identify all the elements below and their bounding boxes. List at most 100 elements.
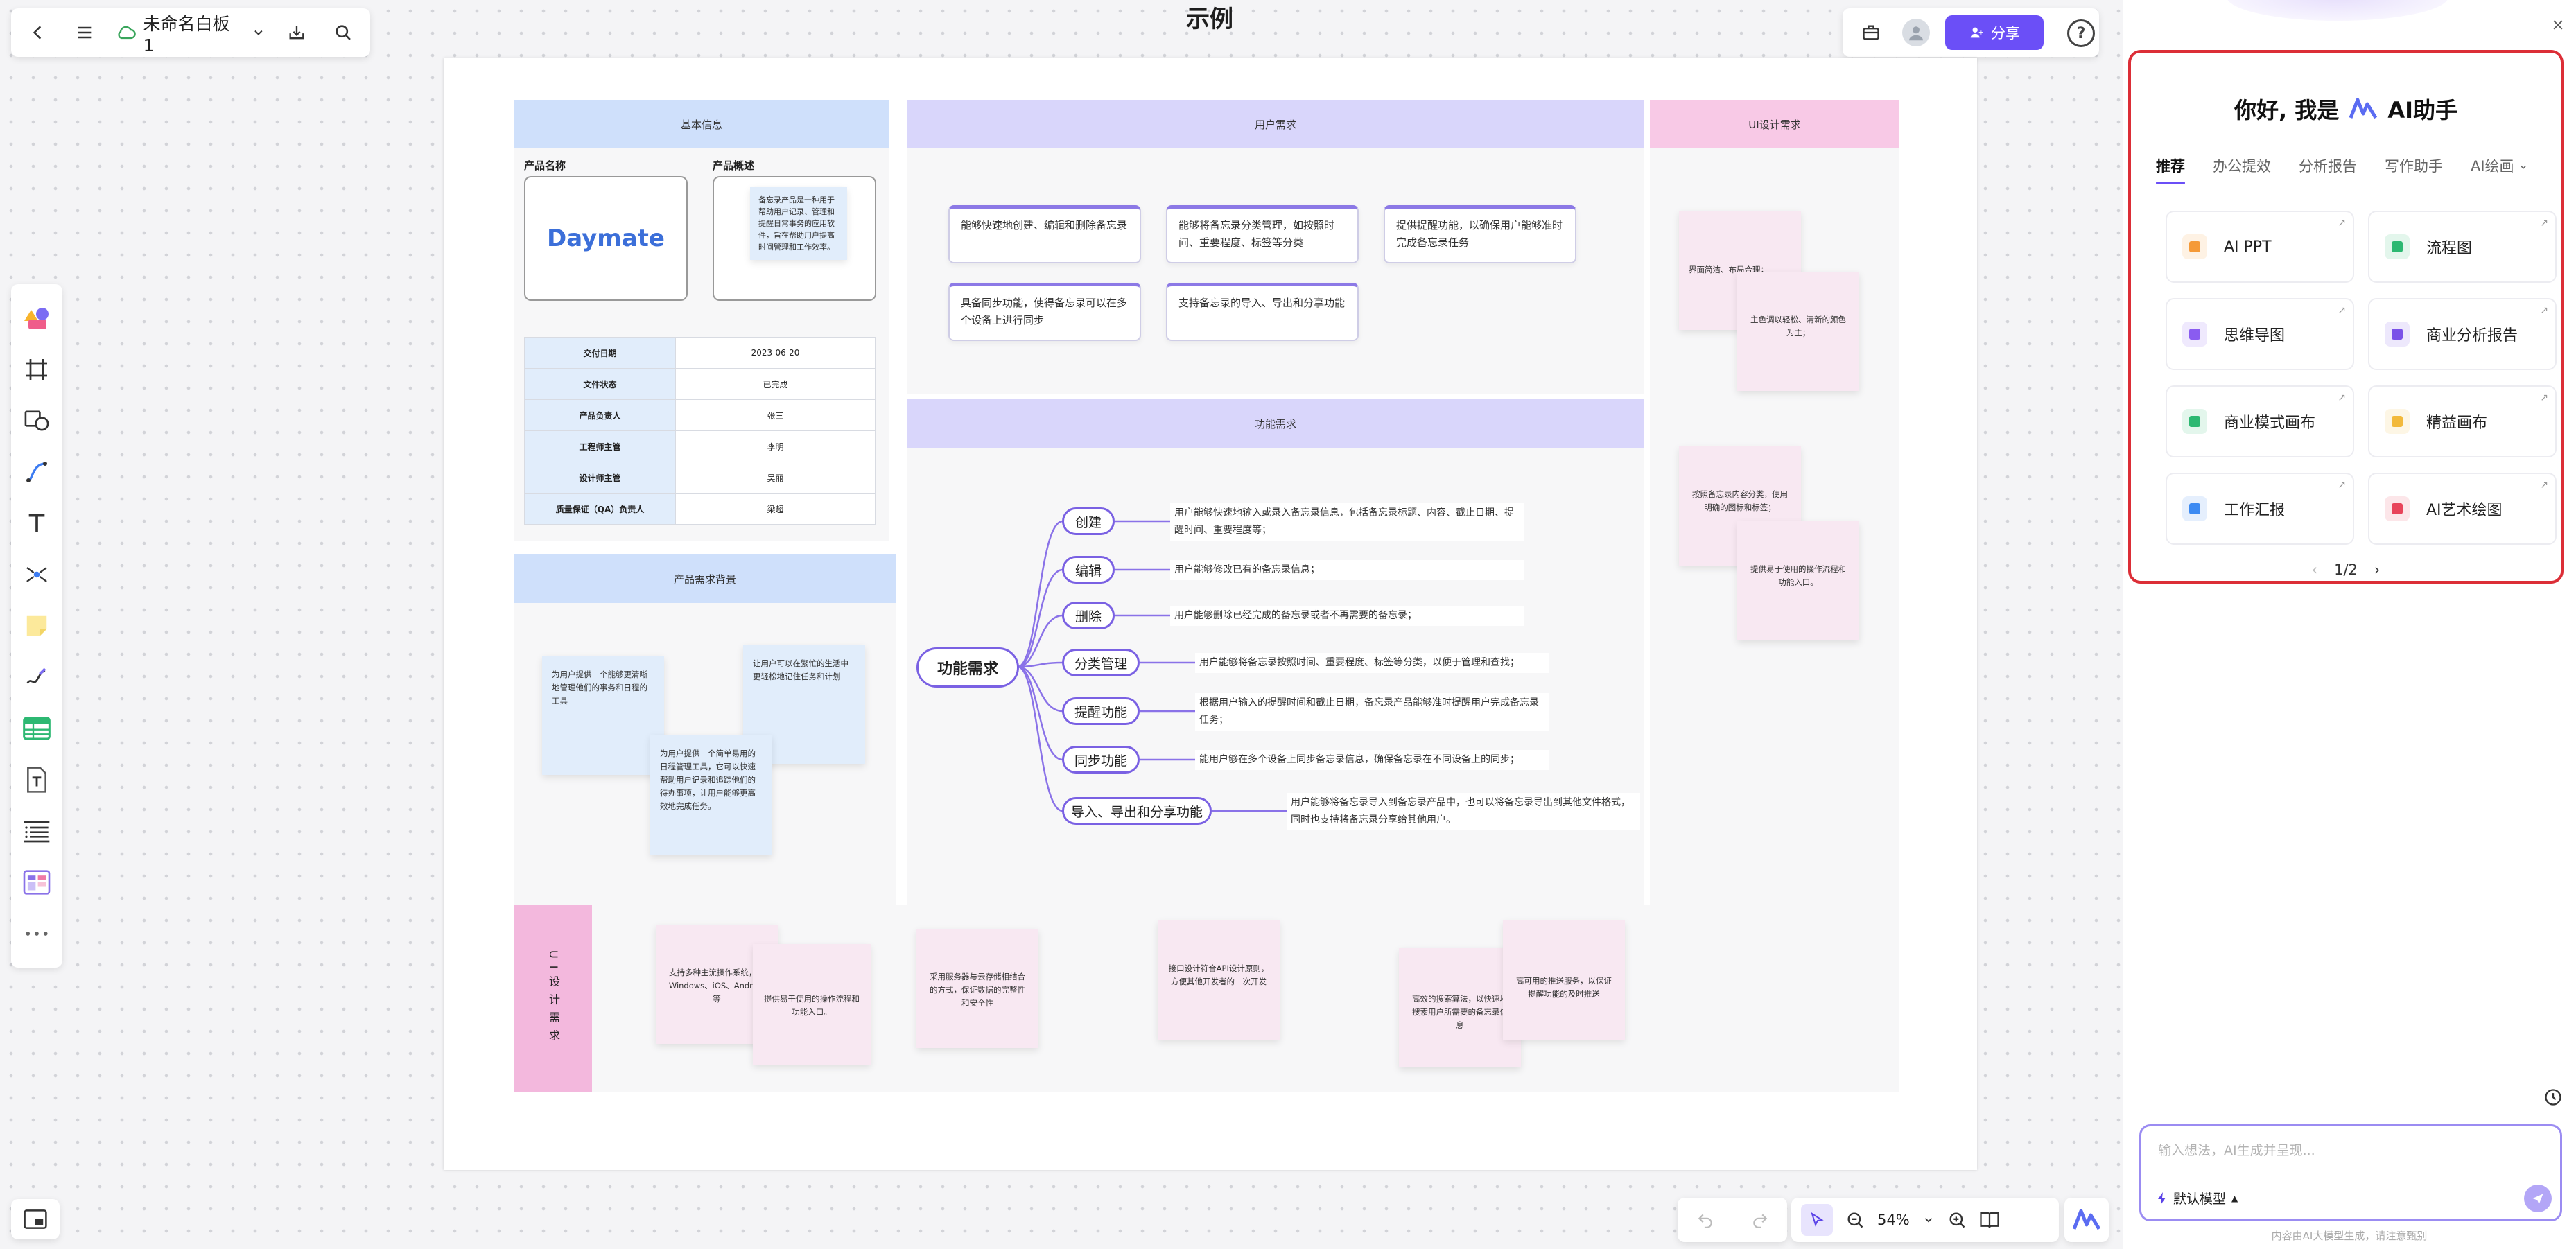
expand-icon[interactable]: ↗ (2338, 218, 2346, 229)
mindmap-icon[interactable] (18, 556, 55, 593)
expand-icon[interactable]: ↗ (2540, 392, 2548, 403)
info-value: 已完成 (675, 368, 876, 400)
background-note-1: 为用户提供一个能够更清晰地管理他们的事务和日程的工具 (542, 656, 664, 775)
ppt-icon (2182, 234, 2207, 259)
business-canvas-icon (2182, 409, 2207, 434)
zoom-out-icon[interactable] (1845, 1210, 1865, 1230)
board-title-dropdown[interactable]: 未命名白板 1 (116, 10, 266, 55)
close-icon[interactable] (2548, 15, 2568, 35)
whiteboard-frame[interactable]: 基本信息 产品名称 Daymate 产品概述 备忘录产品是一种用于帮助用户记录、… (444, 58, 1977, 1170)
user-need-card: 支持备忘录的导入、导出和分享功能 (1166, 283, 1359, 341)
sticky-note-icon[interactable] (18, 607, 55, 645)
product-name-box: Daymate (524, 176, 688, 301)
expand-icon[interactable]: ↗ (2540, 218, 2548, 229)
next-page-icon[interactable]: › (2374, 561, 2381, 578)
history-icon[interactable] (2541, 1085, 2565, 1109)
tab-ai-drawing[interactable]: AI绘画 (2471, 155, 2528, 176)
section-title: UI设计需求 (1650, 100, 1899, 148)
toolbox-icon[interactable] (1855, 17, 1887, 49)
ai-chat-input[interactable]: 输入想法，AI生成并呈现... 默认模型 ▲ (2139, 1124, 2562, 1221)
info-row: 设计师主管吴丽 (524, 462, 876, 494)
ai-panel (2123, 0, 2576, 1249)
pager: ‹ 1/2 › (2128, 561, 2564, 578)
avatar[interactable] (1902, 19, 1930, 46)
text-icon[interactable] (18, 505, 55, 542)
redo-icon[interactable] (1750, 1211, 1770, 1229)
mindmap-node-category: 分类管理 (1062, 649, 1140, 676)
table-icon[interactable] (18, 710, 55, 747)
model-selector[interactable]: 默认模型 ▲ (2157, 1189, 2238, 1207)
ai-feature-card[interactable]: 流程图↗ (2368, 211, 2557, 283)
help-icon[interactable]: ? (2067, 19, 2095, 47)
cloud-sync-icon (118, 26, 136, 40)
flowchart-icon (2385, 234, 2410, 259)
ai-greeting-text: 你好, 我是 (2234, 97, 2340, 123)
ai-feature-card[interactable]: 工作汇报 ↗ (2166, 473, 2354, 545)
tab-office[interactable]: 办公提效 (2213, 158, 2271, 175)
tab-recommend[interactable]: 推荐 (2156, 155, 2185, 184)
share-label: 分享 (1991, 25, 2020, 42)
ui-note-4: 提供易于使用的操作流程和功能入口。 (1737, 521, 1859, 640)
ai-feature-label: 商业模式画布 (2224, 414, 2316, 432)
lightning-icon (2158, 1191, 2166, 1205)
chevron-down-icon[interactable] (1922, 1214, 1935, 1226)
mindmap-icon (2182, 322, 2207, 347)
product-desc-label: 产品概述 (713, 159, 755, 172)
user-add-icon (1970, 27, 1983, 38)
ui-bottom-note: 提供易于使用的操作流程和功能入口。 (753, 944, 871, 1065)
info-value: 梁超 (675, 493, 876, 525)
tab-writing[interactable]: 写作助手 (2385, 158, 2443, 175)
connector-icon[interactable] (18, 453, 55, 491)
expand-icon[interactable]: ↗ (2540, 305, 2548, 316)
more-icon[interactable] (18, 915, 55, 952)
expand-icon[interactable]: ↗ (2540, 480, 2548, 491)
ai-feature-card[interactable]: AI艺术绘图↗ (2368, 473, 2557, 545)
ai-name: AI助手 (2387, 97, 2457, 123)
tab-analysis[interactable]: 分析报告 (2299, 158, 2357, 175)
download-icon[interactable] (281, 17, 312, 49)
ai-feature-label: AI PPT (2224, 238, 2272, 256)
ui-bottom-side-label: UI设计需求 (514, 905, 592, 1092)
ai-feature-label: 工作汇报 (2224, 502, 2286, 519)
send-icon[interactable] (2524, 1185, 2552, 1212)
ai-feature-card[interactable]: 思维导图↗ (2166, 298, 2354, 370)
ai-feature-card[interactable]: 精益画布↗ (2368, 385, 2557, 457)
pointer-icon[interactable] (1801, 1204, 1833, 1236)
mindmap-node-delete: 删除 (1062, 602, 1115, 629)
model-label: 默认模型 (2173, 1191, 2227, 1207)
minimap-icon[interactable] (11, 1199, 60, 1239)
list-icon[interactable] (18, 812, 55, 850)
ai-chat-placeholder: 输入想法，AI生成并呈现... (2158, 1143, 2315, 1158)
mindmap-connectors (1017, 520, 1063, 812)
undo-redo-group (1678, 1198, 1787, 1242)
ai-feature-card[interactable]: 商业模式画布 ↗ (2166, 385, 2354, 457)
undo-icon[interactable] (1696, 1211, 1715, 1229)
ai-feature-card[interactable]: 商业分析报告↗ (2368, 298, 2557, 370)
expand-icon[interactable]: ↗ (2338, 480, 2346, 491)
template-icon[interactable] (18, 299, 55, 337)
document-icon[interactable] (18, 761, 55, 798)
shape-icon[interactable] (18, 402, 55, 439)
zoom-level[interactable]: 54% (1877, 1212, 1910, 1228)
kanban-icon[interactable] (18, 864, 55, 901)
pen-icon[interactable] (18, 658, 55, 696)
menu-icon[interactable] (69, 17, 100, 49)
ui-bottom-note: 高可用的推送服务，以保证提醒功能的及时推送 (1503, 920, 1625, 1040)
ui-bottom-note: 高效的搜索算法，以快速地搜索用户所需要的备忘录信息 (1399, 948, 1521, 1067)
share-button[interactable]: 分享 (1945, 15, 2044, 50)
frame-icon[interactable] (18, 351, 55, 388)
expand-icon[interactable]: ↗ (2338, 305, 2346, 316)
back-icon[interactable] (22, 17, 53, 49)
prev-page-icon[interactable]: ‹ (2311, 561, 2318, 578)
zoom-in-icon[interactable] (1947, 1210, 1967, 1230)
ui-bottom-label: UI设计需求 (547, 950, 560, 1048)
expand-icon[interactable]: ↗ (2338, 392, 2346, 403)
book-icon[interactable] (1979, 1211, 2000, 1229)
work-report-icon (2182, 496, 2207, 521)
mindmap-desc: 用户能够快速地输入或录入备忘录信息，包括备忘录标题、内容、截止日期、提醒时间、重… (1170, 503, 1524, 541)
mindmap-root: 功能需求 (916, 647, 1019, 688)
ai-assistant-logo-icon[interactable] (2064, 1198, 2109, 1242)
search-icon[interactable] (328, 17, 359, 49)
ai-feature-card[interactable]: AI PPT ↗ (2166, 211, 2354, 283)
